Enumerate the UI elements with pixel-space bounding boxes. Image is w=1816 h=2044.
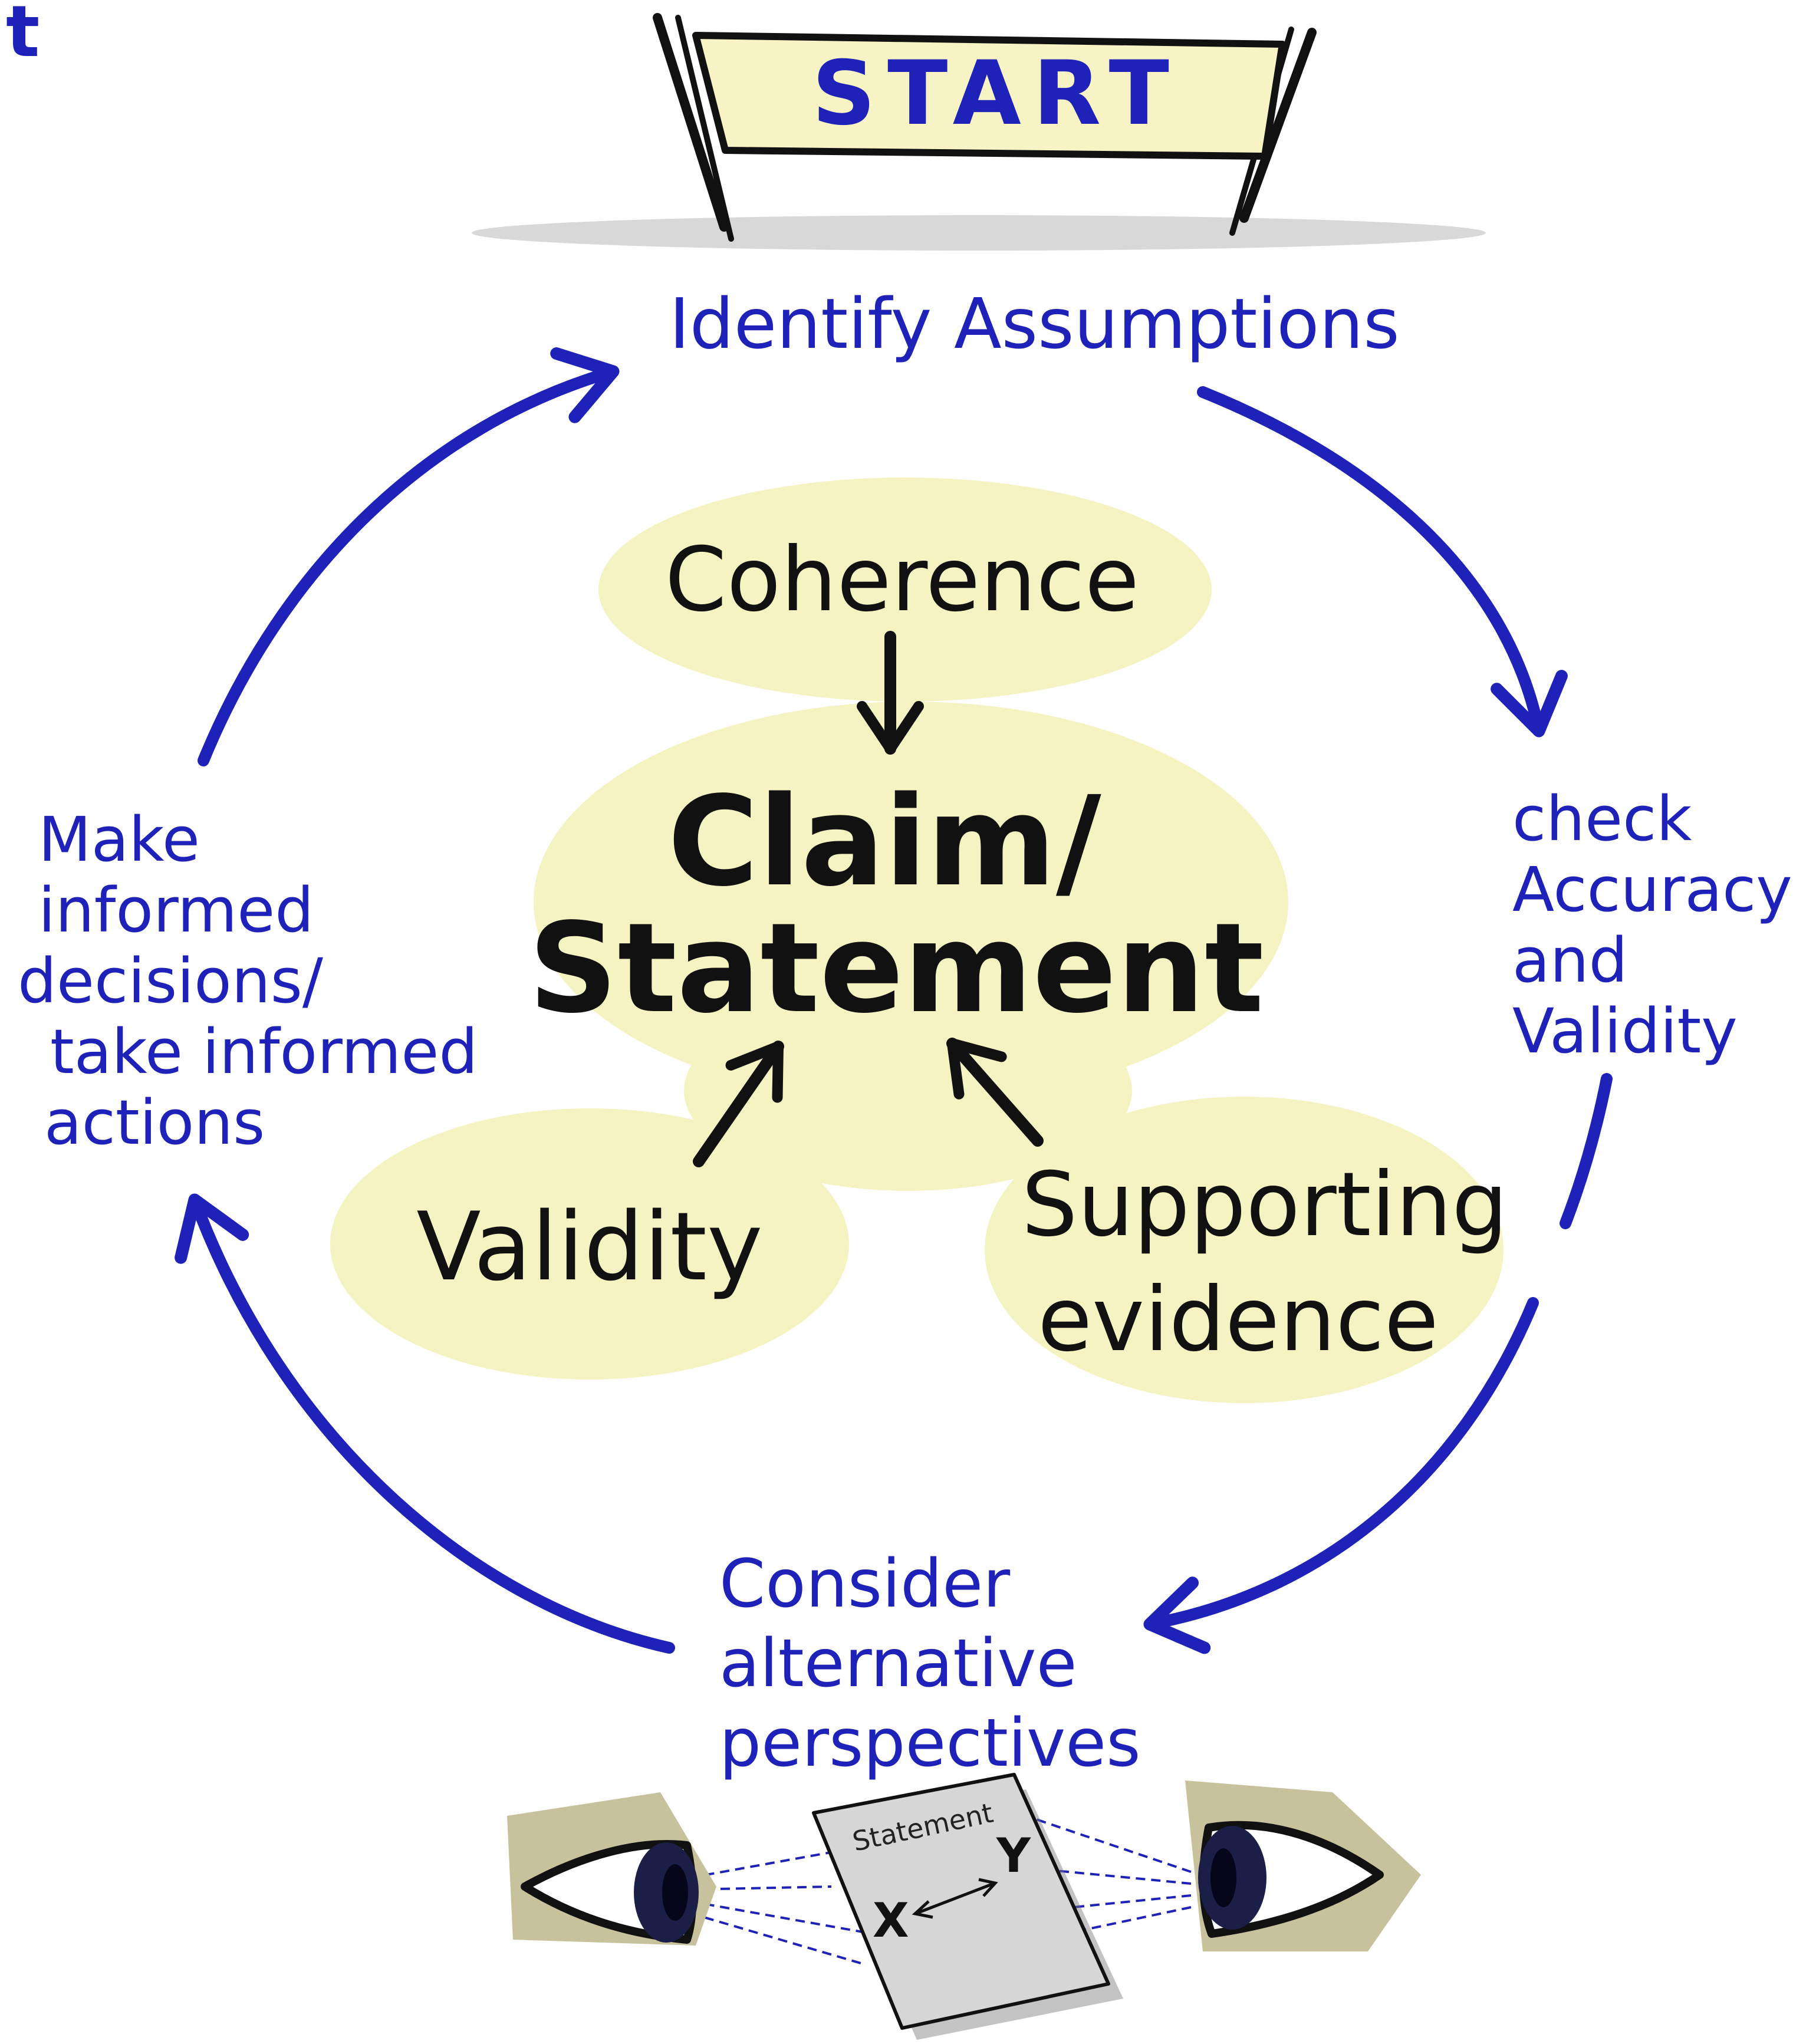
perspectives-illustration: Statement X Y (507, 1773, 1421, 2040)
start-banner: START (472, 13, 1486, 251)
supporting-evidence-label: Supporting evidence (1022, 1154, 1508, 1371)
paper-double-arrow (916, 1882, 994, 1915)
svg-text:Make: Make (38, 804, 200, 875)
validity-to-claim-arrow (693, 1041, 784, 1167)
svg-text:Statement: Statement (528, 896, 1264, 1041)
make-informed-decisions-label: Make informed decisions/ take informed a… (18, 804, 478, 1158)
svg-text:alternative: alternative (719, 1625, 1077, 1702)
svg-text:check: check (1512, 783, 1692, 855)
svg-text:Consider: Consider (719, 1546, 1011, 1622)
svg-text:informed: informed (38, 874, 314, 946)
right-eye-icon (1185, 1780, 1421, 1951)
check-accuracy-label: check Accuracy and Validity (1512, 783, 1792, 1067)
arrow-accuracy-continues (1560, 1073, 1613, 1229)
svg-text:Validity: Validity (1512, 995, 1738, 1067)
identify-assumptions-label: Identify Assumptions (669, 283, 1400, 364)
claim-statement-label: Claim/ Statement (528, 769, 1264, 1041)
arrow-to-check-accuracy (1197, 386, 1568, 738)
svg-text:decisions/: decisions/ (18, 945, 324, 1017)
statement-paper-icon: Statement X Y (812, 1773, 1123, 2040)
svg-text:and: and (1512, 924, 1628, 996)
arrow-to-identify (198, 347, 620, 766)
paper-y-label: Y (996, 1828, 1031, 1883)
arrow-to-make-decisions (175, 1193, 675, 1654)
svg-text:Supporting: Supporting (1022, 1154, 1508, 1256)
paper-x-label: X (873, 1893, 909, 1948)
svg-text:take informed: take informed (50, 1016, 478, 1088)
start-label: START (812, 42, 1181, 145)
validity-label: Validity (416, 1191, 762, 1302)
svg-text:Accuracy: Accuracy (1512, 854, 1792, 926)
svg-text:actions: actions (44, 1087, 265, 1158)
arrow-to-consider (1143, 1297, 1539, 1654)
center-highlight (330, 478, 1504, 1403)
cycle-arrows (175, 347, 1613, 1654)
svg-text:evidence: evidence (1038, 1269, 1439, 1371)
svg-text:Claim/: Claim/ (667, 769, 1101, 914)
svg-text:perspectives: perspectives (719, 1705, 1141, 1782)
corner-fragment: t (6, 0, 40, 73)
left-eye-icon (507, 1792, 716, 1946)
consider-alternatives-label: Consider alternative perspectives (719, 1546, 1141, 1782)
supporting-to-claim-arrow (946, 1038, 1044, 1147)
coherence-label: Coherence (665, 529, 1139, 631)
